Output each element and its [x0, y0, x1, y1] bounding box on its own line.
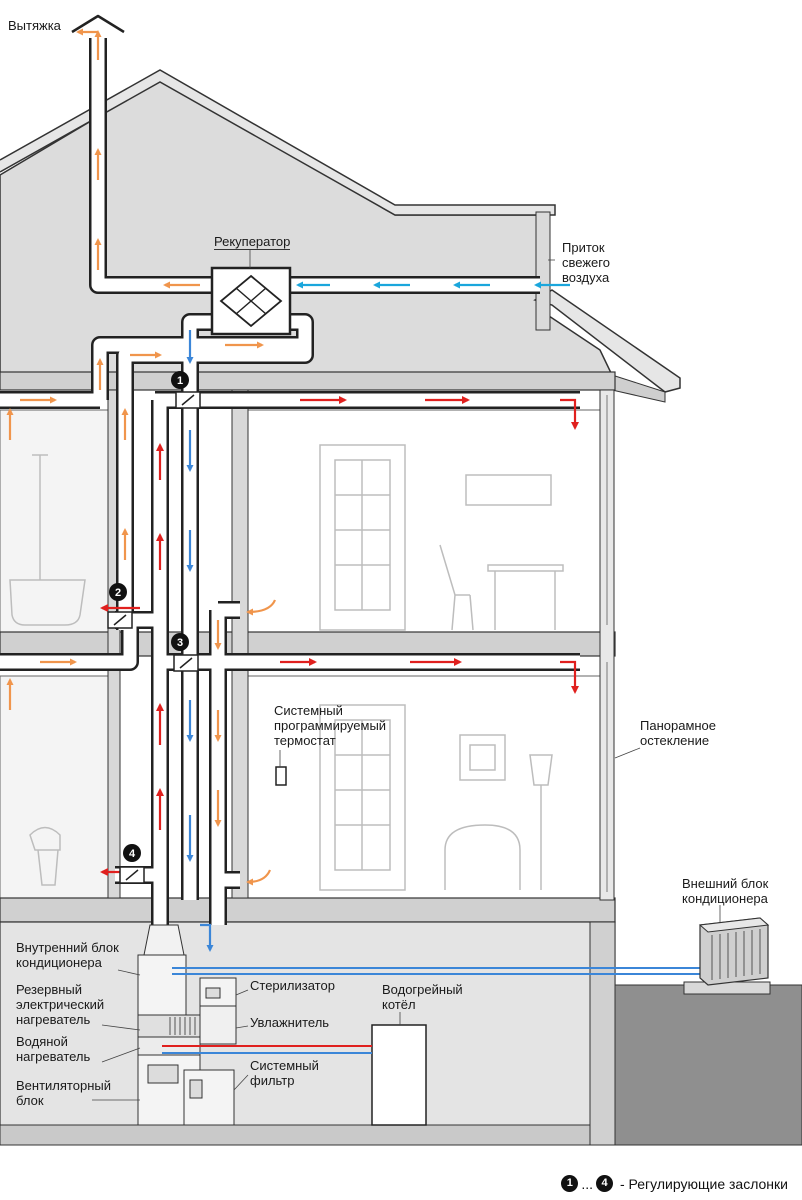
second-floor-right-wall	[0, 371, 616, 391]
second-floor-room	[247, 409, 601, 633]
toilet	[29, 826, 61, 886]
roof-post	[535, 211, 551, 331]
fan-unit-label: Вентиляторный блок	[16, 1078, 111, 1108]
humidifier-unit	[199, 1005, 237, 1045]
second-floor-bath	[0, 409, 109, 633]
damper-4-label: 4	[129, 848, 136, 860]
piping	[162, 967, 712, 1054]
recuperator-unit	[210, 266, 292, 336]
main-roof	[0, 69, 556, 216]
side-roof	[533, 289, 681, 393]
legend-text: - Регулирующие заслонки	[620, 1175, 788, 1192]
house-structure	[0, 69, 802, 1146]
thermostat-device	[275, 766, 287, 786]
damper-4: 4	[119, 844, 145, 884]
armchair	[444, 824, 521, 890]
dampers: 1 2 3 4	[107, 371, 201, 884]
shower	[32, 454, 48, 580]
basement	[0, 921, 616, 1138]
cold-air-arrows	[186, 330, 214, 952]
legend-dots: ...	[581, 1175, 593, 1192]
recuperator-label: Рекуператор	[214, 234, 291, 250]
indoor-unit-label: Внутренний блок кондиционера	[16, 940, 119, 970]
outside-ground	[614, 984, 802, 1146]
supply-plenum	[143, 924, 185, 956]
backup-heater-label: Резервный электрический нагреватель	[16, 982, 105, 1027]
legend-badge-first: 1	[561, 1175, 579, 1192]
interior-furniture	[9, 444, 564, 891]
bathtub	[9, 579, 86, 626]
table	[487, 564, 564, 572]
damper-1-label: 1	[177, 375, 183, 387]
panoramic-glazing-label: Панорамное остекление	[640, 718, 717, 748]
air-flow-arrows	[6, 28, 579, 952]
outdoor-ac-unit	[683, 917, 771, 995]
supply-arrows	[100, 396, 579, 876]
exhaust-vent-cap	[71, 14, 125, 34]
door-upper	[319, 444, 406, 631]
damper-3-label: 3	[177, 637, 183, 649]
damper-legend: 1 ... 4 - Регулирующие заслонки	[561, 1175, 788, 1192]
door-lower	[319, 704, 406, 891]
damper-1: 1	[171, 371, 201, 409]
boiler-unit	[371, 1024, 427, 1126]
damper-2: 2	[107, 583, 133, 629]
exhaust-label: Вытяжка	[8, 18, 61, 33]
shelf	[465, 474, 552, 506]
exhaust-arrows	[6, 28, 277, 886]
interfloor-slab	[0, 631, 616, 657]
right-exterior-wall	[599, 389, 615, 901]
humidifier-label: Увлажнитель	[250, 1015, 330, 1030]
picture	[459, 734, 506, 781]
floor-lamp	[529, 754, 553, 890]
sterilizer-label: Стерилизатор	[250, 978, 335, 993]
thermostat-label: Системный программируемый термостат	[274, 703, 387, 748]
legend-badge-last: 4	[596, 1175, 613, 1192]
boiler-label: Водогрейный котёл	[382, 982, 463, 1012]
leader-lines	[92, 250, 721, 1101]
first-floor-bath	[0, 675, 109, 899]
basement-floor	[0, 1124, 616, 1146]
water-heater-label: Водяной нагреватель	[16, 1034, 91, 1064]
indoor-ac-unit	[137, 954, 187, 1016]
damper-2-label: 2	[115, 587, 121, 599]
damper-3: 3	[171, 633, 199, 672]
interior-wall-column	[231, 389, 249, 899]
ground-slab	[0, 897, 616, 923]
system-filter-label: Системный фильтр	[250, 1058, 319, 1088]
backup-electric-heater	[137, 1014, 201, 1038]
fresh-air-label: Приток свежего воздуха	[562, 240, 610, 285]
chair	[439, 544, 474, 631]
outdoor-unit-label: Внешний блок кондиционера	[682, 876, 769, 906]
